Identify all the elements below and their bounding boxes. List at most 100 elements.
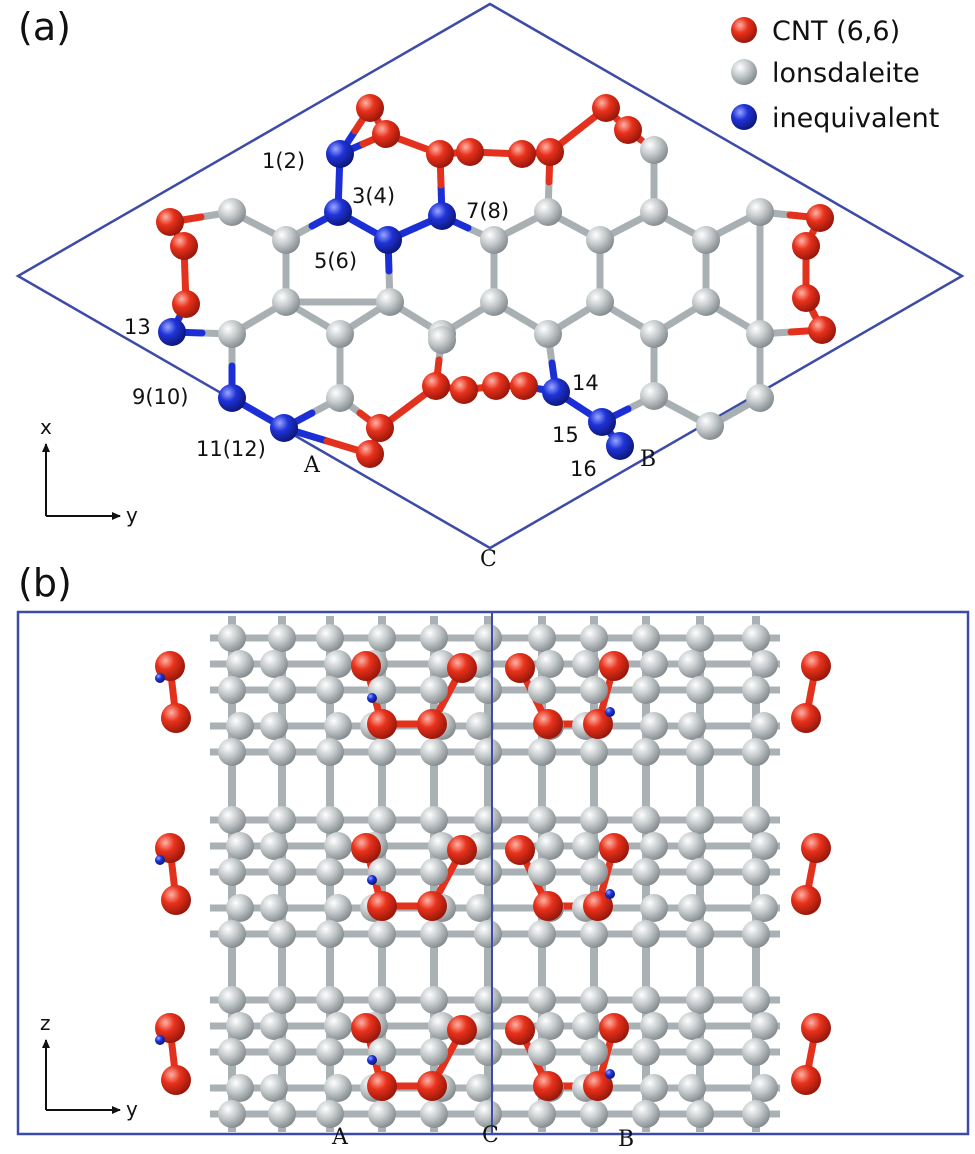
cnt-atom [172,290,200,318]
inequivalent-atom [605,889,615,899]
atom-label-5: 5(6) [314,249,357,273]
lonsdaleite-atom [632,920,660,948]
lonsdaleite-atom [528,624,556,652]
lonsdaleite-atom [678,650,706,678]
lonsdaleite-atom [692,226,720,254]
inequivalent-atom [155,673,165,683]
lonsdaleite-atom [528,1038,556,1066]
lonsdaleite-atom [420,1038,448,1066]
lonsdaleite-atom [260,894,288,922]
lonsdaleite-atom [226,1074,254,1102]
lonsdaleite-atom [534,198,562,226]
inequivalent-atom [367,693,377,703]
cnt-atom [447,1015,477,1045]
lonsdaleite-atom [268,738,296,766]
lonsdaleite-atom [580,986,608,1014]
lonsdaleite-atom [632,676,660,704]
lonsdaleite-atom [368,920,396,948]
lonsdaleite-atom [260,650,288,678]
lonsdaleite-atom [316,920,344,948]
cnt-atom [482,372,510,400]
axis-label-y-a: y [126,503,138,527]
cnt-atom [533,709,563,739]
lonsdaleite-atom [640,712,668,740]
lonsdaleite-atom [528,738,556,766]
lonsdaleite-atom [528,1100,556,1128]
lonsdaleite-atom [368,1100,396,1128]
lonsdaleite-atom [324,894,352,922]
inequivalent-atom [155,1035,165,1045]
lonsdaleite-atom [218,676,246,704]
cnt-atom [801,651,831,681]
cnt-atom [508,140,536,168]
cnt-atom [599,651,629,681]
lonsdaleite-atom [686,738,714,766]
lonsdaleite-atom [640,650,668,678]
lonsdaleite-atom [586,288,614,316]
lonsdaleite-atom [750,1012,778,1040]
lonsdaleite-atom [466,894,494,922]
cnt-atom [536,138,564,166]
cnt-atom [583,1071,613,1101]
inequivalent-atom [428,202,456,230]
legend-label-lonsdaleite: lonsdaleite [772,58,920,89]
lonsdaleite-atom [632,858,660,886]
lonsdaleite-atom [580,738,608,766]
corner-label-a: A [303,453,321,478]
lonsdaleite-atom [420,986,448,1014]
lonsdaleite-atom [324,712,352,740]
lonsdaleite-atom [474,1100,502,1128]
lonsdaleite-atom [746,198,774,226]
cnt-atom [417,891,447,921]
cnt-atom [447,653,477,683]
panel-a: (a) CNT (6,6) lonsdaleite inequivalent 1… [15,2,965,572]
cnt-atom [156,208,184,236]
cnt-atom [533,1071,563,1101]
lonsdaleite-atom [750,894,778,922]
lonsdaleite-atom [218,986,246,1014]
lonsdaleite-atom [420,738,448,766]
atom-label-3: 3(4) [352,184,395,208]
lonsdaleite-atom [572,650,600,678]
lonsdaleite-atom [746,320,774,348]
cnt-atom [456,138,484,166]
cnt-atom [161,885,191,915]
lonsdaleite-atom [632,1038,660,1066]
lonsdaleite-atom [324,1074,352,1102]
lonsdaleite-atom [632,806,660,834]
inequivalent-atom [158,318,186,346]
lonsdaleite-atom [316,624,344,652]
cnt-atom [366,414,394,442]
cnt-atom [505,653,535,683]
lonsdaleite-atom [218,806,246,834]
legend-label-cnt: CNT (6,6) [772,16,900,47]
inequivalent-atom [324,198,352,226]
lonsdaleite-atom [750,832,778,860]
lonsdaleite-atom [580,1038,608,1066]
lonsdaleite-atom [324,1012,352,1040]
lonsdaleite-atom [420,806,448,834]
lonsdaleite-atom [586,226,614,254]
panel-b-label: (b) [18,561,72,605]
lonsdaleite-atom [420,1100,448,1128]
lonsdaleite-atom [678,1074,706,1102]
lonsdaleite-atom [580,858,608,886]
lonsdaleite-atom [218,858,246,886]
lonsdaleite-atom [528,920,556,948]
lonsdaleite-atom [640,320,668,348]
cnt-atom [426,140,454,168]
lonsdaleite-atom [742,920,770,948]
lonsdaleite-atom [686,676,714,704]
lonsdaleite-atom [474,858,502,886]
lonsdaleite-atom [368,738,396,766]
cnt-atom [792,284,820,312]
lonsdaleite-atom [474,624,502,652]
lonsdaleite-atom [260,1074,288,1102]
lonsdaleite-atom [474,738,502,766]
atoms-b [155,624,831,1128]
lonsdaleite-atom [686,920,714,948]
lonsdaleite-atom [742,986,770,1014]
lonsdaleite-atom [640,894,668,922]
lonsdaleite-atom [640,136,668,164]
atom-label-7: 7(8) [466,199,509,223]
